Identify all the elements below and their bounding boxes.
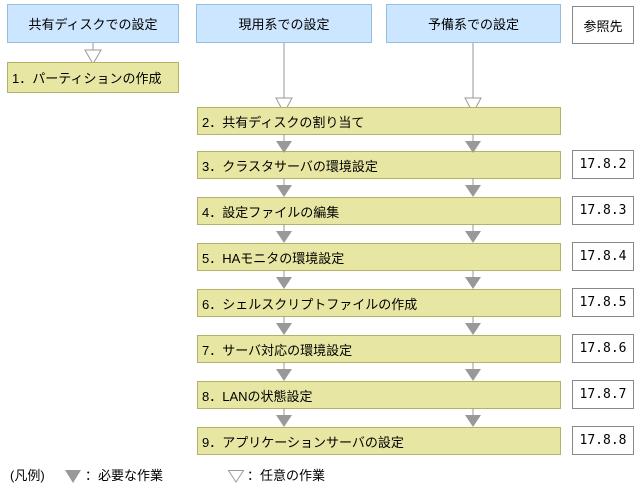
header-standby-system: 予備系での設定 [386, 4, 561, 43]
required-arrow-icon [276, 270, 292, 289]
header-standby-system-label: 予備系での設定 [427, 17, 519, 32]
step-box-4: 4．設定ファイルの編集 [197, 197, 561, 225]
ref-number: 17.8.6 [579, 341, 627, 356]
required-arrow-icon [465, 316, 481, 335]
required-arrow-icon [465, 224, 481, 243]
ref-box-step-4: 17.8.3 [572, 196, 634, 225]
step-label: 8．LANの状態設定 [202, 388, 313, 404]
step-box-3: 3．クラスタサーバの環境設定 [197, 151, 561, 179]
header-reference: 参照先 [572, 6, 634, 44]
optional-arrow-icon [464, 43, 482, 114]
required-arrow-icon [276, 178, 292, 197]
legend-required-label: ：必要な作業 [85, 468, 164, 483]
ref-box-step-6: 17.8.5 [572, 288, 634, 317]
step-box-8: 8．LANの状態設定 [197, 381, 561, 409]
optional-arrow-icon [84, 43, 102, 65]
optional-arrow-legend-icon [227, 470, 245, 483]
required-arrow-icon [465, 362, 481, 381]
header-active-system: 現用系での設定 [196, 4, 372, 43]
required-arrow-icon [465, 408, 481, 427]
step-box-5: 5．HAモニタの環境設定 [197, 243, 561, 271]
legend-optional-label: ：任意の作業 [247, 468, 326, 483]
step-box-7: 7．サーバ対応の環境設定 [197, 335, 561, 363]
optional-arrow-icon [275, 43, 293, 114]
step-box-6: 6．シェルスクリプトファイルの作成 [197, 289, 561, 317]
step-label: 4．設定ファイルの編集 [202, 204, 340, 220]
required-arrow-icon [276, 134, 292, 153]
step-label: 9．アプリケーションサーバの設定 [202, 434, 404, 450]
step-label: 6．シェルスクリプトファイルの作成 [202, 296, 418, 312]
step-label: 1．パーティションの作成 [12, 71, 162, 86]
ref-number: 17.8.2 [579, 157, 627, 172]
required-arrow-icon [465, 270, 481, 289]
ref-number: 17.8.4 [579, 249, 627, 264]
ref-box-step-5: 17.8.4 [572, 242, 634, 271]
step-label: 2．共有ディスクの割り当て [202, 114, 365, 130]
ref-number: 17.8.5 [579, 295, 627, 310]
ref-box-step-7: 17.8.6 [572, 334, 634, 363]
header-active-system-label: 現用系での設定 [238, 17, 330, 32]
header-shared-disk-label: 共有ディスクでの設定 [28, 17, 158, 32]
required-arrow-icon [276, 408, 292, 427]
ref-box-step-9: 17.8.8 [572, 426, 634, 455]
required-arrow-icon [276, 362, 292, 381]
step-box-9: 9．アプリケーションサーバの設定 [197, 427, 561, 455]
ref-number: 17.8.3 [579, 203, 627, 218]
step-box-2: 2．共有ディスクの割り当て [197, 107, 561, 135]
required-arrow-icon [465, 178, 481, 197]
required-arrow-legend-icon [65, 470, 81, 483]
required-arrow-icon [276, 224, 292, 243]
ref-number: 17.8.8 [579, 433, 627, 448]
header-shared-disk: 共有ディスクでの設定 [7, 4, 179, 43]
step-label: 7．サーバ対応の環境設定 [202, 342, 353, 358]
header-reference-label: 参照先 [583, 19, 623, 35]
step-label: 3．クラスタサーバの環境設定 [202, 158, 378, 174]
step-label: 5．HAモニタの環境設定 [202, 250, 345, 266]
required-arrow-icon [465, 134, 481, 153]
step-box-1: 1．パーティションの作成 [7, 62, 179, 93]
legend-title: (凡例) [10, 468, 45, 483]
ref-box-step-8: 17.8.7 [572, 380, 634, 409]
ref-number: 17.8.7 [579, 387, 627, 402]
required-arrow-icon [276, 316, 292, 335]
ref-box-step-3: 17.8.2 [572, 150, 634, 179]
